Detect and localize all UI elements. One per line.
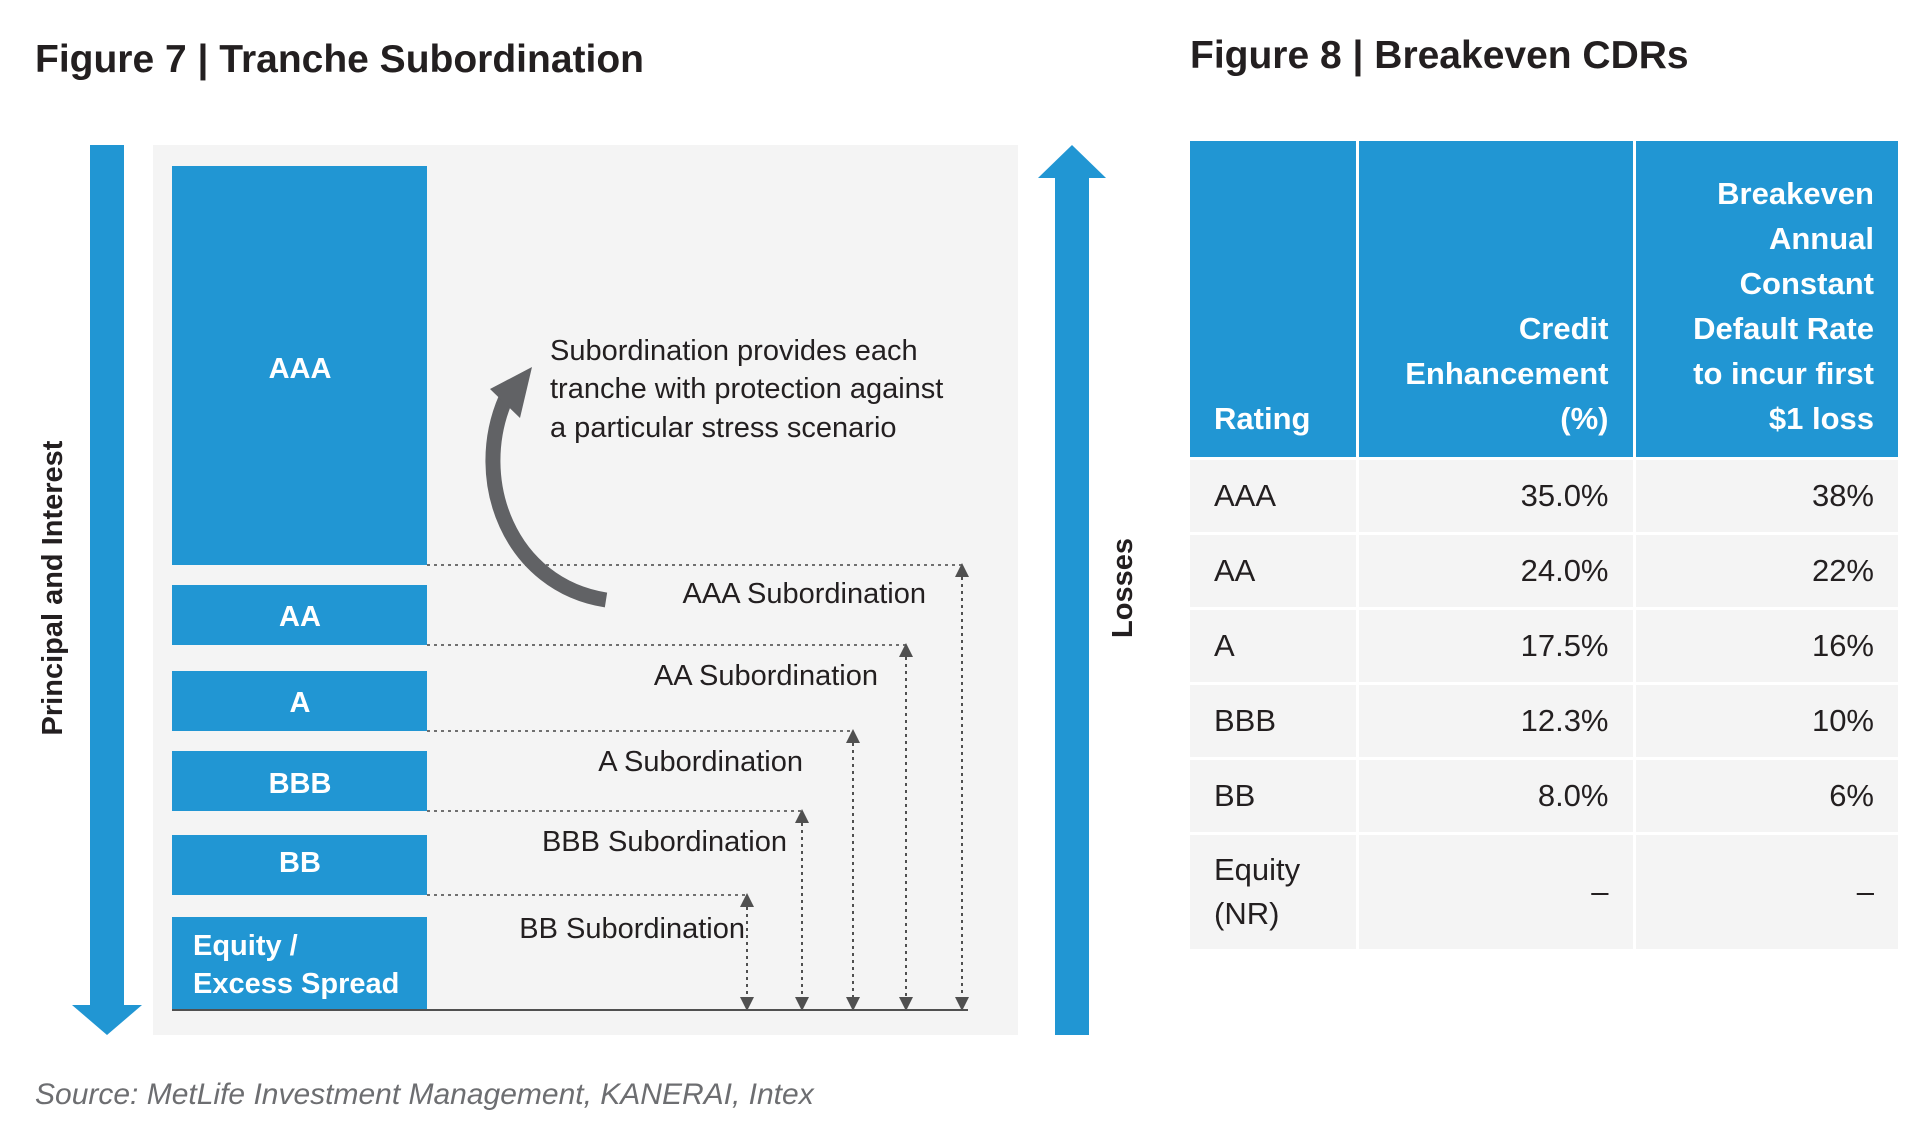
table-row-equity: Equity (NR) – – [1190, 832, 1898, 949]
cell-credit-enhancement: 12.3% [1357, 682, 1636, 759]
tranche-block-bb [172, 835, 427, 895]
subordination-label-aa: AA Subordination [654, 660, 878, 692]
cell-breakeven-cdr: 6% [1634, 757, 1898, 834]
breakeven-cdr-table: Rating Credit Enhancement (%) Breakeven … [1190, 141, 1898, 949]
tranche-label-aaa: AAA [269, 353, 332, 385]
cell-breakeven-cdr: 22% [1634, 532, 1898, 609]
cell-rating-line2: (NR) [1214, 896, 1280, 931]
tranche-label-equity-line2: Excess Spread [193, 968, 399, 1000]
tranche-block-aa [172, 585, 427, 645]
table-row: AA 24.0% 22% [1190, 532, 1898, 609]
cell-breakeven-cdr: 38% [1634, 457, 1898, 534]
cell-breakeven-cdr: 16% [1634, 607, 1898, 684]
left-axis-label: Principal and Interest [37, 440, 69, 735]
header-cdr-line: Annual [1768, 221, 1874, 256]
cell-rating: BB [1190, 757, 1359, 834]
principal-interest-arrow [72, 145, 142, 1035]
cell-rating: AAA [1190, 457, 1359, 534]
note-line-1: Subordination provides each [550, 335, 918, 367]
subordination-label-aaa: AAA Subordination [683, 578, 926, 610]
header-credit-line: Credit [1518, 311, 1609, 346]
header-breakeven-cdr: Breakeven Annual Constant Default Rate t… [1634, 141, 1898, 459]
tranche-label-bbb: BBB [269, 768, 332, 800]
header-cdr-line: Breakeven [1717, 176, 1874, 211]
table-row: BBB 12.3% 10% [1190, 682, 1898, 759]
source-note: Source: MetLife Investment Management, K… [35, 1078, 814, 1111]
table-header-row: Rating Credit Enhancement (%) Breakeven … [1190, 141, 1898, 459]
right-axis-label: Losses [1107, 538, 1139, 638]
tranche-label-a: A [290, 687, 311, 719]
tranche-label-aa: AA [279, 601, 321, 633]
cell-rating: A [1190, 607, 1359, 684]
cell-credit-enhancement: 35.0% [1357, 457, 1636, 534]
tranche-label-bb: BB [279, 847, 321, 879]
note-line-3: a particular stress scenario [550, 412, 897, 444]
cell-credit-enhancement: – [1357, 832, 1636, 949]
table-row: A 17.5% 16% [1190, 607, 1898, 684]
cell-credit-enhancement: 17.5% [1357, 607, 1636, 684]
tranche-block-a [172, 671, 427, 731]
cell-breakeven-cdr: – [1634, 832, 1898, 949]
cell-credit-enhancement: 8.0% [1357, 757, 1636, 834]
header-cdr-line: $1 loss [1768, 401, 1874, 436]
note-line-2: tranche with protection against [550, 373, 943, 405]
cell-breakeven-cdr: 10% [1634, 682, 1898, 759]
table-row: BB 8.0% 6% [1190, 757, 1898, 834]
header-credit-line: Enhancement [1405, 356, 1609, 391]
tranche-block-bbb [172, 751, 427, 811]
cell-credit-enhancement: 24.0% [1357, 532, 1636, 609]
subordination-level-lines [427, 564, 962, 896]
table-row: AAA 35.0% 38% [1190, 457, 1898, 534]
tranche-label-equity-line1: Equity / [193, 930, 298, 962]
header-cdr-line: Constant [1739, 266, 1874, 301]
cell-rating-line1: Equity [1214, 852, 1301, 887]
header-credit-line: (%) [1560, 401, 1609, 436]
figure-7-title: Figure 7 | Tranche Subordination [35, 38, 644, 81]
cell-rating: BBB [1190, 682, 1359, 759]
figure-8-title: Figure 8 | Breakeven CDRs [1190, 34, 1689, 77]
subordination-label-bb: BB Subordination [519, 913, 745, 945]
tranche-subordination-diagram: Principal and Interest Losses AAA AA A B… [37, 145, 1139, 1035]
subordination-height-arrows [740, 563, 969, 1011]
tranche-block-equity [172, 917, 427, 1010]
cell-rating: Equity (NR) [1190, 832, 1359, 949]
curved-arrow-icon [485, 367, 608, 608]
header-rating-line: Rating [1214, 401, 1311, 436]
header-cdr-line: Default Rate [1693, 311, 1874, 346]
tranche-block-aaa [172, 166, 427, 565]
subordination-label-bbb: BBB Subordination [542, 826, 787, 858]
header-credit-enhancement: Credit Enhancement (%) [1357, 141, 1636, 459]
cell-rating: AA [1190, 532, 1359, 609]
header-rating: Rating [1190, 141, 1359, 459]
losses-arrow [1038, 145, 1106, 1035]
header-cdr-line: to incur first [1693, 356, 1874, 391]
subordination-label-a: A Subordination [598, 746, 803, 778]
